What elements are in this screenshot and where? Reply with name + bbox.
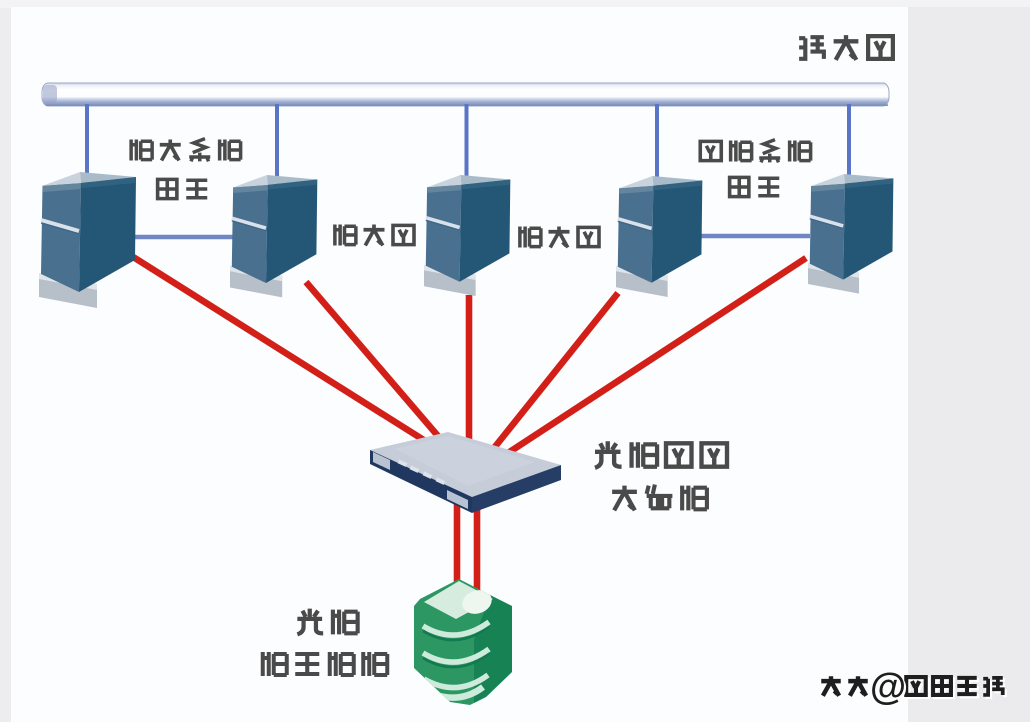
svg-text:@: @: [872, 668, 908, 709]
svg-text:@: @: [870, 666, 906, 707]
